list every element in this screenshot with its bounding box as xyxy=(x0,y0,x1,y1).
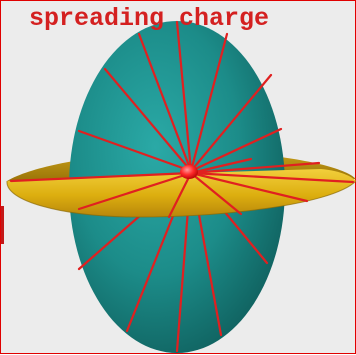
diagram-title: spreading charge xyxy=(29,5,269,33)
edge-marker xyxy=(1,206,4,244)
point-charge xyxy=(180,165,198,179)
